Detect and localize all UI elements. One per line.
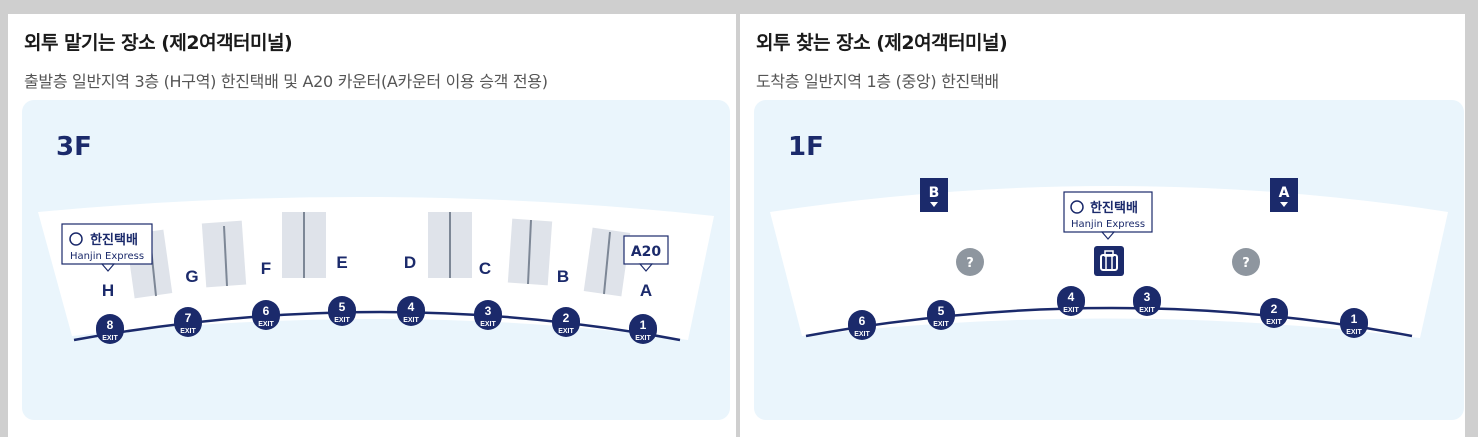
counter-h: H (102, 281, 114, 300)
svg-text:4: 4 (408, 300, 415, 314)
svg-text:EXIT: EXIT (258, 321, 274, 328)
counter-c: C (479, 259, 491, 278)
luggage-icon (1094, 246, 1124, 276)
hanjin-callout: 한진택배 Hanjin Express (61, 223, 153, 272)
svg-text:2: 2 (1271, 302, 1278, 316)
svg-text:3: 3 (1144, 290, 1151, 304)
svg-text:A: A (1279, 185, 1290, 201)
pickup-subtitle: 도착층 일반지역 1층 (중앙) 한진택배 (756, 72, 999, 91)
svg-text:EXIT: EXIT (102, 335, 118, 342)
hanjin-logo-text: 한진택배 (1090, 200, 1138, 216)
svg-text:6: 6 (263, 304, 270, 318)
svg-text:EXIT: EXIT (558, 328, 574, 335)
svg-text:EXIT: EXIT (1063, 307, 1079, 314)
svg-text:EXIT: EXIT (635, 335, 651, 342)
floor-label: 3F (56, 132, 92, 162)
hanjin-name: Hanjin Express (1071, 219, 1145, 230)
left-panel: 외투 맡기는 장소 (제2여객터미널) 출발층 일반지역 3층 (H구역) 한진… (8, 14, 736, 437)
floor-3f-map: 3F H (22, 100, 730, 420)
svg-text:1: 1 (640, 318, 647, 332)
curbside-line (73, 310, 681, 342)
counter-e: E (336, 253, 347, 272)
hanjin-logo-icon (1070, 200, 1084, 214)
svg-text:EXIT: EXIT (403, 317, 419, 324)
info-icon: ? (1232, 248, 1260, 276)
svg-text:6: 6 (859, 314, 866, 328)
svg-text:EXIT: EXIT (854, 331, 870, 338)
hanjin-logo-icon (69, 232, 83, 246)
svg-text:EXIT: EXIT (334, 317, 350, 324)
svg-text:5: 5 (339, 300, 346, 314)
svg-text:8: 8 (107, 318, 114, 332)
svg-text:EXIT: EXIT (933, 321, 949, 328)
svg-text:3: 3 (485, 304, 492, 318)
a20-label: A20 (631, 244, 662, 260)
svg-text:EXIT: EXIT (1346, 329, 1362, 336)
pickup-title: 외투 찾는 장소 (제2여객터미널) (756, 32, 1008, 54)
curbside-line (805, 306, 1413, 338)
svg-text:EXIT: EXIT (480, 321, 496, 328)
info-icon: ? (956, 248, 984, 276)
counter-f: F (261, 259, 271, 278)
escalator (201, 220, 247, 288)
drop-off-subtitle: 출발층 일반지역 3층 (H구역) 한진택배 및 A20 카운터(A카운터 이용… (24, 72, 548, 91)
svg-text:7: 7 (185, 311, 192, 325)
svg-text:EXIT: EXIT (180, 328, 196, 335)
gate-b-sign: B (920, 178, 948, 212)
right-panel: 외투 찾는 장소 (제2여객터미널) 도착층 일반지역 1층 (중앙) 한진택배… (740, 14, 1465, 437)
hanjin-logo-text: 한진택배 (90, 232, 138, 248)
floor-1f-plan: B A ? ? 한진택배 Hanji (770, 178, 1448, 340)
a20-callout: A20 (623, 235, 669, 272)
floor-1f-map: 1F B A ? ? (754, 100, 1464, 420)
svg-text:EXIT: EXIT (1266, 319, 1282, 326)
svg-text:1: 1 (1351, 312, 1358, 326)
svg-text:B: B (929, 185, 940, 201)
drop-off-title: 외투 맡기는 장소 (제2여객터미널) (24, 32, 293, 54)
gate-a-sign: A (1270, 178, 1298, 212)
counter-g: G (185, 267, 198, 286)
floor-3f-plan: H G F E D C B A 한진택배 Hanjin Express (38, 196, 714, 344)
svg-text:5: 5 (938, 304, 945, 318)
counter-a: A (640, 281, 652, 300)
svg-text:?: ? (1242, 256, 1250, 271)
svg-text:?: ? (966, 256, 974, 271)
svg-text:2: 2 (563, 311, 570, 325)
floor-label: 1F (788, 132, 824, 162)
svg-text:4: 4 (1068, 290, 1075, 304)
hanjin-name: Hanjin Express (70, 251, 144, 262)
counter-b: B (557, 267, 569, 286)
svg-text:EXIT: EXIT (1139, 307, 1155, 314)
counter-d: D (404, 253, 416, 272)
hanjin-callout: 한진택배 Hanjin Express (1063, 191, 1153, 240)
